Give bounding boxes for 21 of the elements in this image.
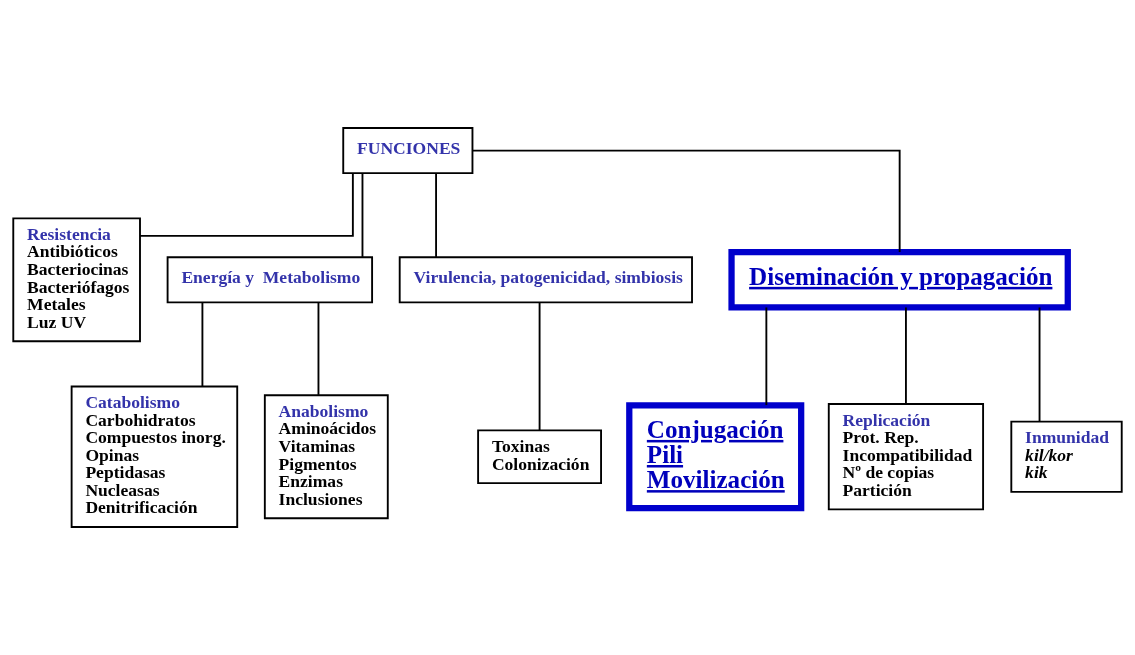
node-box: Toxinas Colonización <box>477 429 602 484</box>
connector <box>361 172 364 258</box>
connector <box>201 301 204 388</box>
connector <box>435 172 437 258</box>
connector <box>905 306 907 405</box>
node-box: FUNCIONES <box>342 127 474 175</box>
node-box: Anabolismo Aminoácidos Vitaminas Pigmentos Enzimas Inclusiones <box>263 394 389 520</box>
connector <box>538 301 541 431</box>
node-box: Diseminación y propagación <box>728 249 1071 311</box>
node-box: Inmunidad kil/kor kik <box>1010 420 1123 493</box>
connector <box>471 149 901 254</box>
node-box: Replicación Prot. Rep. Incompatibilidad Nº de copias Partición <box>827 403 985 511</box>
node-box: Virulencia, patogenicidad, simbiosis <box>398 256 693 304</box>
node-box: Resistencia Antibióticos Bacteriocinas Bacteriófagos Metales Luz UV <box>12 217 141 343</box>
node-box: Energía y Metabolismo <box>166 256 374 304</box>
node-box: Catabolismo Carbohidratos Compuestos inorg. Opinas Peptidasas Nucleasas Denitrificación <box>70 385 239 528</box>
connector <box>317 301 320 396</box>
connector <box>765 306 768 406</box>
connector <box>139 172 354 237</box>
node-box: Conjugación Pili Movilización <box>626 402 805 512</box>
connector <box>1038 306 1041 423</box>
